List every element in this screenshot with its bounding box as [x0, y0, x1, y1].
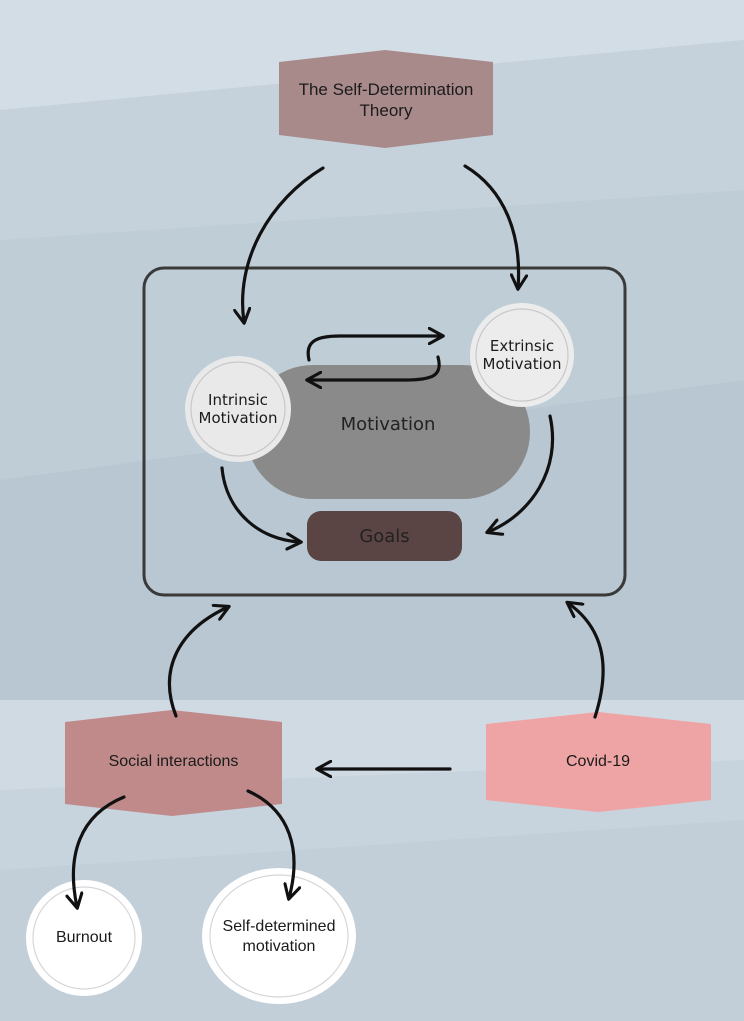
- goals-label: Goals: [359, 525, 410, 547]
- self-determined-label: Self-determined motivation: [222, 918, 336, 955]
- arrow-intrinsic-to-goals: [220, 466, 300, 542]
- covid-label: Covid-19: [565, 753, 631, 770]
- motivation-blob: [246, 365, 530, 499]
- extrinsic-label: Extrinsic Motivation: [482, 337, 562, 373]
- covid-shape: [486, 712, 711, 812]
- intrinsic-label: Intrinsic Motivation: [198, 391, 278, 427]
- motivation-frame: [142, 266, 627, 597]
- arrow-intrinsic-to-extrinsic: [306, 336, 442, 362]
- arrow-covid-to-frame: [568, 603, 605, 719]
- intrinsic-node: [185, 356, 291, 462]
- arrow-extrinsic-to-intrinsic: [308, 355, 441, 380]
- social-label: Social interactions: [108, 753, 239, 770]
- goals-box: [307, 511, 462, 561]
- social-shape: [65, 710, 282, 816]
- arrow-theory-to-extrinsic: [463, 164, 519, 288]
- extrinsic-node: [470, 303, 574, 407]
- theory-label: The Self-Determination Theory: [298, 80, 474, 120]
- motivation-label: Motivation: [340, 413, 436, 435]
- arrow-social-to-frame: [167, 607, 228, 718]
- burnout-node: [26, 880, 142, 996]
- arrow-social-to-self-determined: [246, 789, 294, 898]
- arrow-social-to-burnout: [73, 795, 126, 907]
- self-determined-node: [202, 868, 356, 1004]
- burnout-label: Burnout: [55, 929, 113, 946]
- arrow-extrinsic-to-goals: [488, 414, 555, 532]
- theory-shape: [279, 50, 493, 148]
- arrow-theory-to-intrinsic: [243, 166, 325, 322]
